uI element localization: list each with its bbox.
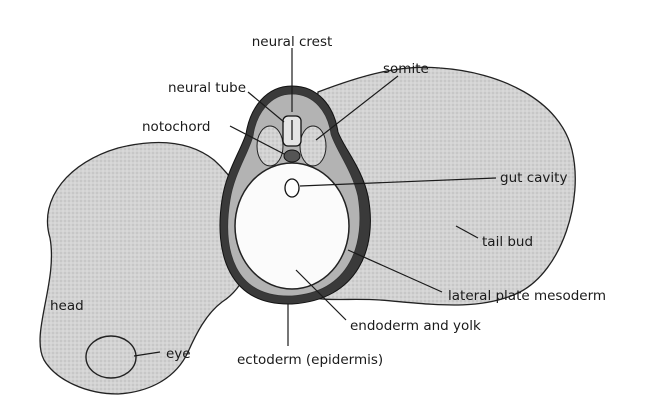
leader-tail-bud xyxy=(455,225,479,239)
label-ectoderm: ectoderm (epidermis) xyxy=(237,352,383,368)
leader-notochord xyxy=(229,125,285,155)
label-endoderm-and-yolk: endoderm and yolk xyxy=(350,318,481,334)
leader-gut-cavity xyxy=(299,177,497,187)
leader-eye xyxy=(133,351,161,357)
leader-endoderm-and-yolk xyxy=(295,269,347,321)
head-shape xyxy=(39,141,254,395)
label-notochord: notochord xyxy=(142,119,211,135)
gut-cavity-shape xyxy=(284,178,300,198)
label-head: head xyxy=(50,298,84,314)
label-eye: eye xyxy=(166,346,191,362)
eye-shape xyxy=(85,335,137,379)
leader-lateral-plate-mesoderm xyxy=(347,249,443,293)
label-somite: somite xyxy=(383,61,429,77)
somite-right xyxy=(299,125,327,167)
tail-bud-shape xyxy=(304,66,576,306)
label-neural-crest: neural crest xyxy=(252,34,333,50)
label-lateral-plate-mesoderm: lateral plate mesoderm xyxy=(448,288,606,304)
somite-left xyxy=(256,125,284,167)
label-gut-cavity: gut cavity xyxy=(500,170,567,186)
leader-somite xyxy=(315,75,399,141)
leader-neural-tube xyxy=(247,91,285,123)
notochord-shape xyxy=(283,149,301,163)
label-neural-tube: neural tube xyxy=(168,80,246,96)
label-tail-bud: tail bud xyxy=(482,234,533,250)
endoderm-yolk xyxy=(234,162,350,290)
